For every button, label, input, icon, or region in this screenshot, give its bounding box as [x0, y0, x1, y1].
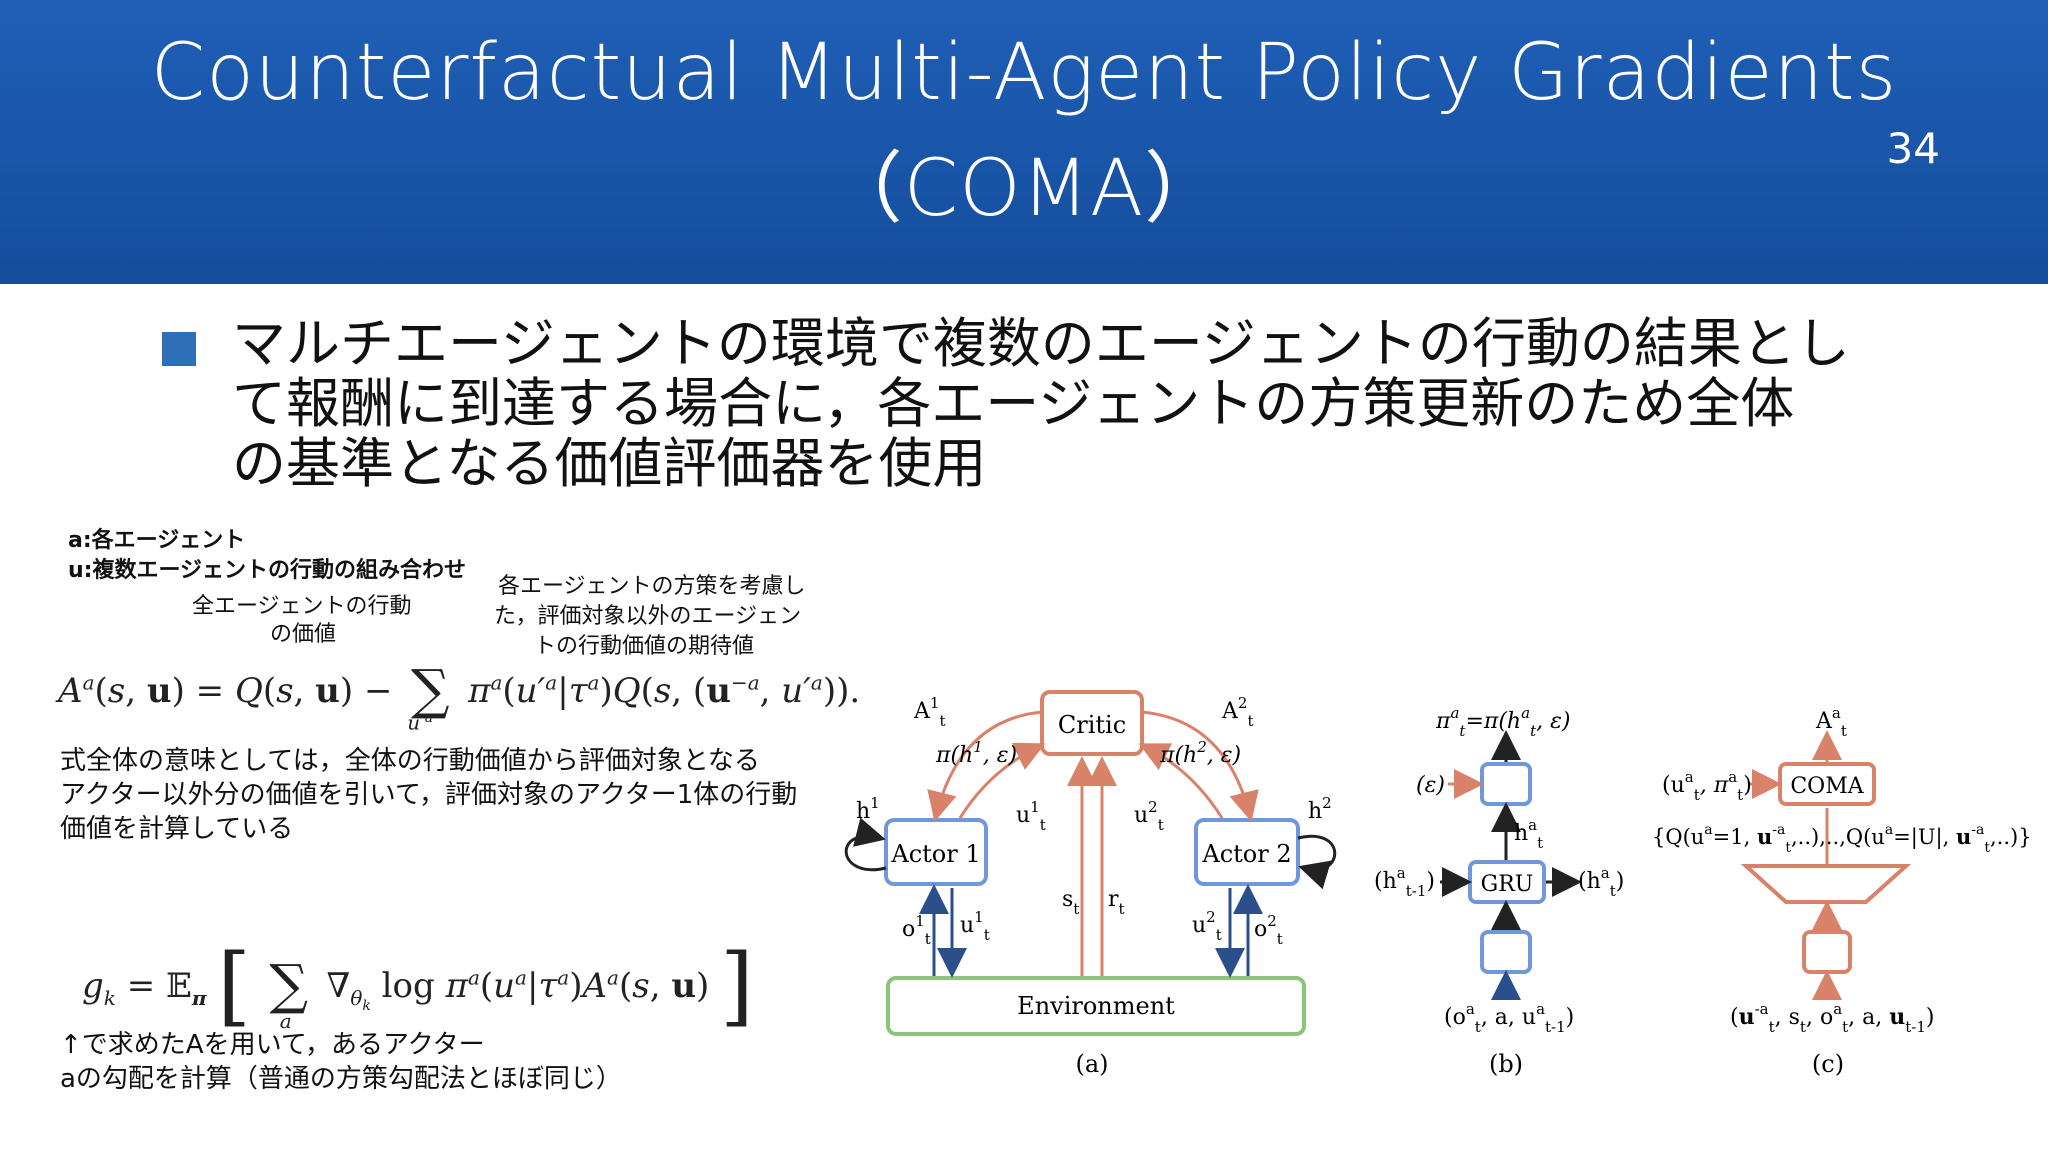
svg-text:h2: h2: [1308, 794, 1332, 824]
svg-text:{Q(ua=1, u-at,..),..,Q(ua=|U|,: {Q(ua=1, u-at,..),..,Q(ua=|U|, u-at,..)}: [1652, 822, 2032, 856]
explain-line3: 価値を計算している: [60, 814, 294, 844]
critic-box: [1040, 690, 1144, 756]
svg-text:u2t: u2t: [1192, 908, 1222, 944]
svg-text:st: st: [1062, 887, 1079, 918]
caption-c: (c): [1812, 1050, 1844, 1078]
diagram-b: GRU πat=π(hat, ε) (ε) hat (hat-1) (hat) …: [1374, 704, 1624, 1078]
advantage-equation: Aa(s, u) = Q(s, u) − ∑ u′a πa(u′a|τa)Q(s…: [58, 658, 861, 735]
bullet-text: マルチエージェントの環境で複数のエージェントの行動の結果とし て報酬に到達する場…: [232, 314, 1912, 494]
sum-label-line2: た，評価対象以外のエージェン: [494, 604, 802, 629]
svg-text:A1t: A1t: [913, 694, 945, 730]
svg-text:u2t: u2t: [1134, 798, 1164, 834]
environment-label: Environment: [1017, 992, 1175, 1020]
svg-text:(u-at, st, oat, a, ut-1): (u-at, st, oat, a, ut-1): [1730, 1000, 1935, 1036]
a-definition: a:各エージェント: [68, 528, 246, 553]
svg-text:π(h1, ε): π(h1, ε): [935, 738, 1017, 768]
page-number: 34: [1886, 124, 1940, 173]
sum-label-line3: トの行動価値の期待値: [534, 634, 755, 659]
svg-text:(hat): (hat): [1578, 864, 1624, 900]
coma-label: COMA: [1790, 774, 1864, 799]
q-label-line1: 全エージェントの行動: [192, 594, 412, 619]
bullet-line: の基準となる価値評価器を使用: [232, 432, 987, 495]
svg-text:π(h2, ε): π(h2, ε): [1159, 738, 1241, 768]
svg-text:(oat, a, uat-1): (oat, a, uat-1): [1444, 1000, 1574, 1036]
gradient-equation: gk = 𝔼π [ ∑ a ∇θk log πa(ua|τa)Aa(s, u) …: [82, 936, 754, 1036]
svg-text:A2t: A2t: [1221, 694, 1253, 730]
actor1-label: Actor 1: [890, 840, 980, 868]
u-definition: u:複数エージェントの行動の組み合わせ: [68, 558, 467, 583]
explain-line1: 式全体の意味としては，全体の行動価値から評価対象となる: [60, 746, 760, 776]
svg-text:rt: rt: [1108, 887, 1125, 918]
title-banner: [0, 0, 2048, 284]
critic-label: Critic: [1058, 711, 1126, 739]
svg-text:(ε): (ε): [1416, 773, 1445, 798]
svg-text:(uat, πat): (uat, πat): [1662, 768, 1752, 804]
environment-box: [886, 976, 1306, 1036]
bullet-line: マルチエージェントの環境で複数のエージェントの行動の結果とし: [232, 312, 1850, 375]
grad-note-line1: ↑で求めたAを用いて，あるアクター: [60, 1030, 485, 1060]
diagram-a: Critic Actor 1 Actor 2 Environment A1t A…: [844, 690, 1337, 1078]
slide-title-line1: Counterfactual Multi-Agent Policy Gradie…: [150, 28, 1898, 118]
svg-text:o1t: o1t: [902, 912, 931, 948]
slide-title-line2: （COMA）: [824, 144, 1224, 234]
actor1-box: [884, 818, 988, 886]
svg-text:(hat-1): (hat-1): [1374, 864, 1435, 900]
bullet-square-icon: [162, 332, 196, 366]
svg-text:u1t: u1t: [960, 908, 990, 944]
gru-label: GRU: [1481, 872, 1534, 897]
svg-text:hat: hat: [1514, 816, 1543, 852]
svg-text:h1: h1: [856, 794, 880, 824]
caption-a: (a): [1075, 1050, 1108, 1078]
caption-b: (b): [1489, 1050, 1523, 1078]
svg-text:Aat: Aat: [1815, 704, 1847, 740]
svg-text:o2t: o2t: [1254, 912, 1283, 948]
svg-text:u1t: u1t: [1016, 798, 1046, 834]
diagram-c: COMA Aat (uat, πat) {Q(ua=1, u-at,..),..…: [1652, 704, 2032, 1078]
actor2-box: [1194, 818, 1300, 886]
explain-line2: アクター以外分の価値を引いて，評価対象のアクター1体の行動: [60, 780, 798, 810]
q-label-line2: の価値: [270, 622, 337, 647]
grad-note-line2: aの勾配を計算（普通の方策勾配法とほぼ同じ）: [60, 1064, 622, 1094]
bullet-line: て報酬に到達する場合に，各エージェントの方策更新のため全体: [232, 372, 1795, 435]
actor2-label: Actor 2: [1201, 840, 1291, 868]
sum-label-line1: 各エージェントの方策を考慮し: [498, 574, 806, 599]
svg-text:πat=π(hat, ε): πat=π(hat, ε): [1435, 704, 1570, 740]
